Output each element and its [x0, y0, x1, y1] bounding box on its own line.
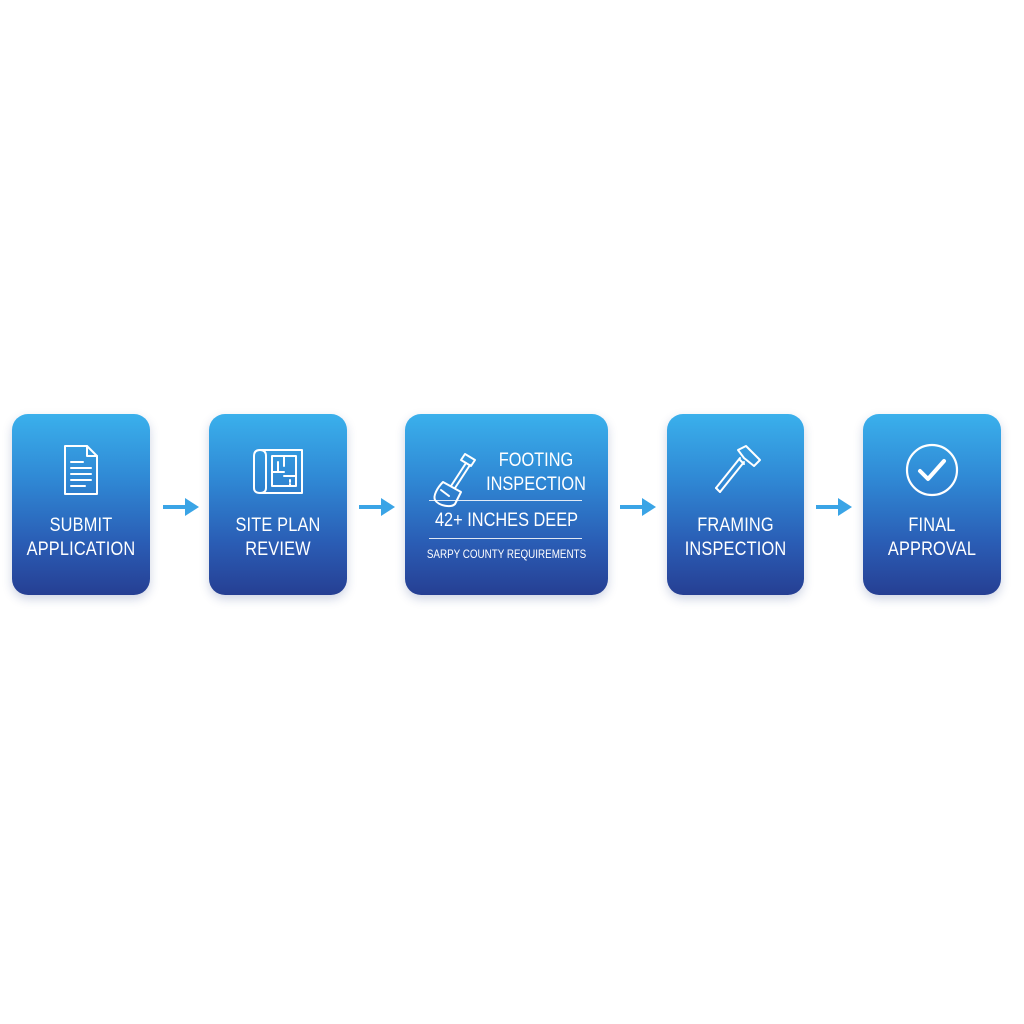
- checkmark-circle-icon: [904, 442, 960, 498]
- divider: [429, 538, 582, 539]
- step-title: FOOTING INSPECTION: [480, 449, 592, 497]
- step-submit-application: SUBMIT APPLICATION: [12, 414, 150, 595]
- step-label-line: FOOTING: [498, 450, 574, 471]
- document-icon: [53, 442, 109, 498]
- step-label-line: FRAMING: [697, 515, 774, 536]
- arrow-right-icon: [814, 494, 854, 520]
- step-label-line: INSPECTION: [486, 474, 586, 495]
- footing-depth-requirement: 42+ INCHES DEEP: [434, 510, 579, 531]
- step-label-line: FINAL: [908, 515, 956, 536]
- step-final-approval: FINAL APPROVAL: [863, 414, 1001, 595]
- shovel-icon: [429, 450, 481, 512]
- step-label-line: APPROVAL: [887, 539, 977, 560]
- hammer-icon: [708, 442, 764, 498]
- step-label: SITE PLAN REVIEW: [219, 514, 338, 562]
- county-requirements-note: SARPY COUNTY REQUIREMENTS: [426, 547, 587, 561]
- divider: [429, 500, 582, 501]
- step-label-line: SUBMIT: [49, 515, 113, 536]
- step-label: FRAMING INSPECTION: [677, 514, 795, 562]
- step-site-plan-review: SITE PLAN REVIEW: [209, 414, 347, 595]
- step-framing-inspection: FRAMING INSPECTION: [667, 414, 804, 595]
- arrow-right-icon: [161, 494, 201, 520]
- blueprint-icon: [250, 442, 306, 498]
- step-label: FINAL APPROVAL: [873, 514, 992, 562]
- step-label: SUBMIT APPLICATION: [22, 514, 141, 562]
- step-label-line: REVIEW: [245, 539, 311, 560]
- arrow-right-icon: [618, 494, 658, 520]
- arrow-right-icon: [357, 494, 397, 520]
- step-label-line: APPLICATION: [26, 539, 136, 560]
- step-label-line: INSPECTION: [684, 539, 787, 560]
- step-footing-inspection: FOOTING INSPECTION 42+ INCHES DEEP SARPY…: [405, 414, 608, 595]
- step-label-line: SITE PLAN: [235, 515, 321, 536]
